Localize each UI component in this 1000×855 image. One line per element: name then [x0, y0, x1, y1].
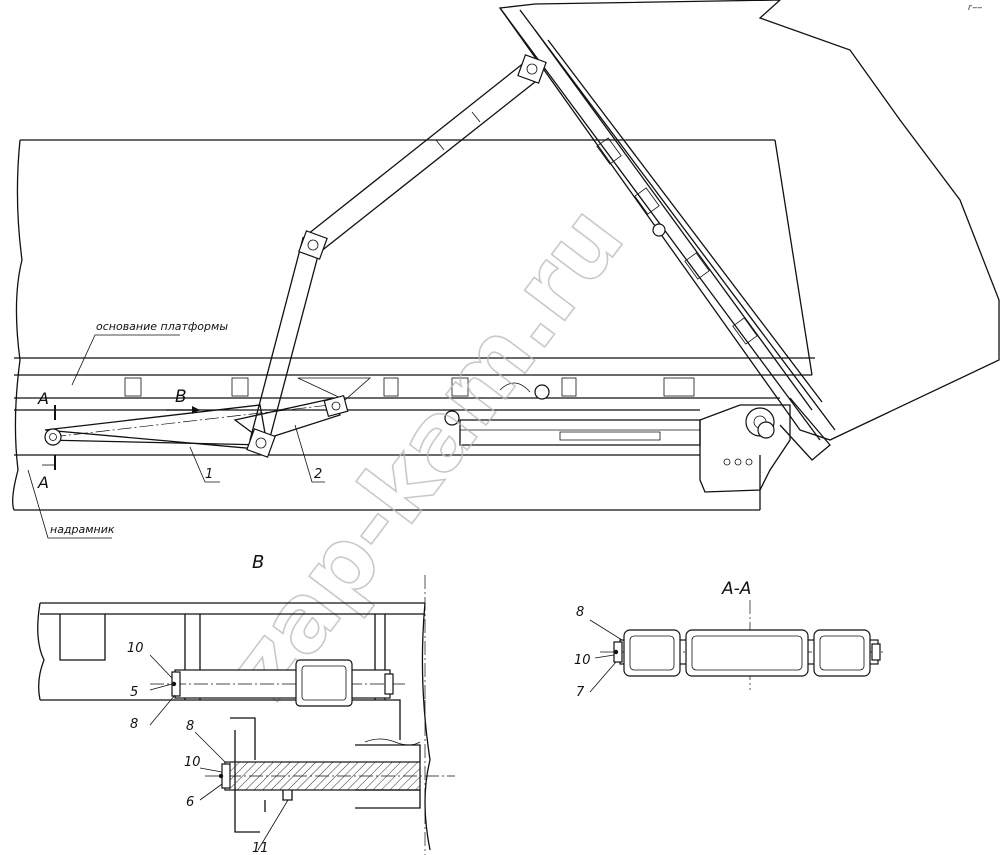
watermark: zap-kam.ru	[207, 187, 644, 718]
view-b-title: B	[252, 552, 264, 573]
view-b-callout-10a: 10	[127, 641, 144, 656]
view-b-callout-11: 11	[252, 841, 269, 855]
lift-strut	[246, 54, 666, 458]
view-b: B	[37, 552, 455, 855]
main-view: A A B основание платформы надрамник 1 2 …	[12, 0, 1000, 719]
section-a-a: A-A 8 10 7	[574, 579, 885, 700]
section-a-a-title: A-A	[721, 579, 751, 599]
view-b-callout-6: 6	[186, 795, 194, 810]
section-a-a-callout-10: 10	[574, 653, 591, 668]
section-a-top-label: A	[37, 389, 49, 408]
subframe-callout: надрамник	[27, 469, 115, 539]
section-a-a-callout-8: 8	[576, 605, 584, 620]
view-b-callout-5: 5	[130, 685, 138, 700]
corner-mark: г‒‒	[968, 3, 982, 12]
platform-frame	[12, 139, 815, 511]
callout-1: 1	[189, 446, 220, 483]
view-b-callout-8a: 8	[130, 717, 138, 732]
rear-pivot	[757, 397, 831, 461]
platform-base-callout: основание платформы	[71, 320, 228, 386]
lever-1	[44, 404, 331, 451]
platform-base-label: основание платформы	[96, 320, 228, 333]
view-b-callout-8b: 8	[186, 719, 194, 734]
view-arrow-b: B	[166, 387, 200, 414]
section-a-bottom-label: A	[37, 473, 49, 492]
view-arrow-b-label: B	[175, 387, 187, 407]
callout-1-label: 1	[205, 467, 213, 482]
subframe-label: надрамник	[50, 523, 115, 536]
callout-2: 2	[294, 424, 325, 483]
callout-2-label: 2	[314, 467, 322, 482]
section-a-a-callout-7: 7	[576, 685, 585, 700]
section-mark-a: A A	[37, 389, 56, 492]
view-b-callout-10b: 10	[184, 755, 201, 770]
